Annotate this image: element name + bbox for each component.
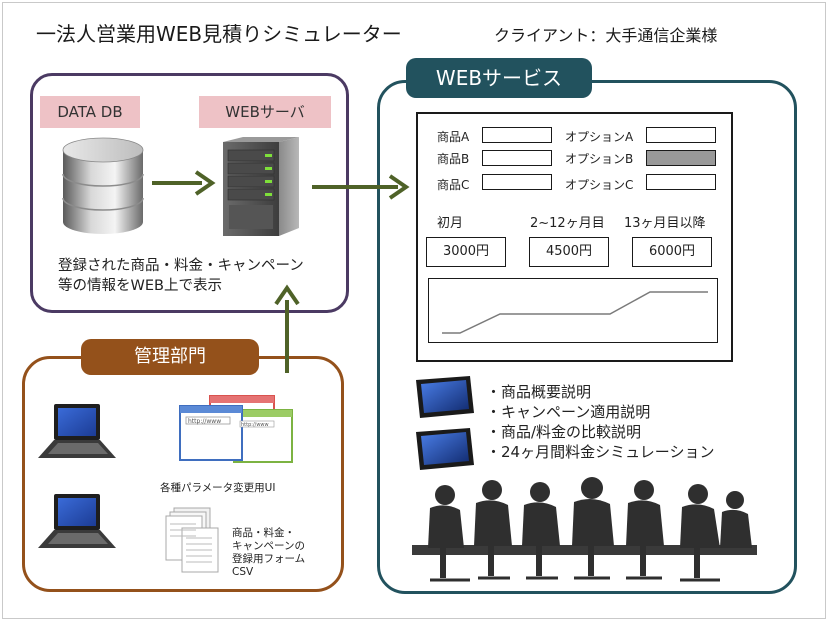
web-service-tab: WEBサービス — [406, 58, 592, 98]
data-description: 登録された商品・料金・キャンペーン 等の情報をWEB上で表示 — [58, 256, 348, 296]
price-13-months-plus: 6000円 — [632, 237, 712, 267]
product-a-input[interactable] — [482, 127, 552, 143]
browser-windows-icon: http://www http://www — [179, 395, 293, 463]
database-icon — [62, 137, 144, 234]
feature-list: ・商品概要説明 ・キャンペーン適用説明 ・商品/料金の比較説明 ・24ヶ月間料金… — [486, 382, 715, 462]
data-description-line2: 等の情報をWEB上で表示 — [58, 278, 222, 294]
document-stack-icon — [165, 507, 219, 573]
product-c-input[interactable] — [482, 174, 552, 190]
feature-item: ・商品概要説明 — [486, 383, 592, 401]
client-label: クライアント：大手通信企業様 — [494, 26, 718, 45]
price-2-12-months: 4500円 — [529, 237, 609, 267]
option-c-input[interactable] — [646, 174, 716, 190]
period-13-months-plus: 13ヶ月目以降 — [624, 216, 706, 231]
tablet-icon — [416, 376, 474, 418]
feature-item: ・キャンペーン適用説明 — [486, 403, 651, 421]
arrow-server-to-web — [312, 174, 410, 200]
audience-silhouette — [412, 477, 757, 582]
form-label-line: 登録用フォーム — [232, 553, 306, 565]
page-title: 一法人営業用WEB見積りシミュレーター — [36, 22, 402, 46]
laptop-icon — [38, 494, 116, 548]
tablet-icon — [416, 428, 474, 470]
option-c-label: オプションC — [565, 178, 634, 192]
form-label-line: CSV — [232, 566, 254, 578]
product-a-label: 商品A — [437, 130, 470, 144]
browser-url-text: http://www — [188, 418, 221, 425]
price-graph — [428, 278, 718, 343]
feature-item: ・商品/料金の比較説明 — [486, 423, 642, 441]
form-label: 商品・料金・ キャンペーンの 登録用フォーム CSV — [232, 527, 305, 579]
form-label-line: キャンペーンの — [232, 540, 305, 552]
admin-tab: 管理部門 — [81, 339, 259, 375]
data-description-line1: 登録された商品・料金・キャンペーン — [58, 258, 304, 274]
web-server-label: WEBサーバ — [199, 96, 331, 128]
period-first-month: 初月 — [437, 216, 464, 231]
price-graph-line — [442, 291, 708, 334]
server-icon — [223, 137, 299, 236]
period-2-12-months: 2~12ヶ月目 — [530, 216, 605, 231]
feature-item: ・24ヶ月間料金シミュレーション — [486, 443, 715, 461]
product-b-label: 商品B — [437, 152, 470, 166]
arrow-db-to-server — [152, 170, 216, 196]
option-b-label: オプションB — [565, 152, 634, 166]
product-c-label: 商品C — [437, 178, 470, 192]
laptop-icon — [38, 404, 116, 458]
product-b-input[interactable] — [482, 150, 552, 166]
option-a-label: オプションA — [565, 130, 634, 144]
price-first-month: 3000円 — [426, 237, 506, 267]
param-ui-label: 各種パラメータ変更用UI — [160, 482, 276, 494]
arrow-admin-to-data — [274, 284, 300, 373]
browser-url-text: http://www — [241, 422, 269, 428]
option-b-input[interactable] — [646, 150, 716, 166]
option-a-input[interactable] — [646, 127, 716, 143]
form-label-line: 商品・料金・ — [232, 527, 295, 539]
data-db-label: DATA DB — [40, 96, 140, 128]
